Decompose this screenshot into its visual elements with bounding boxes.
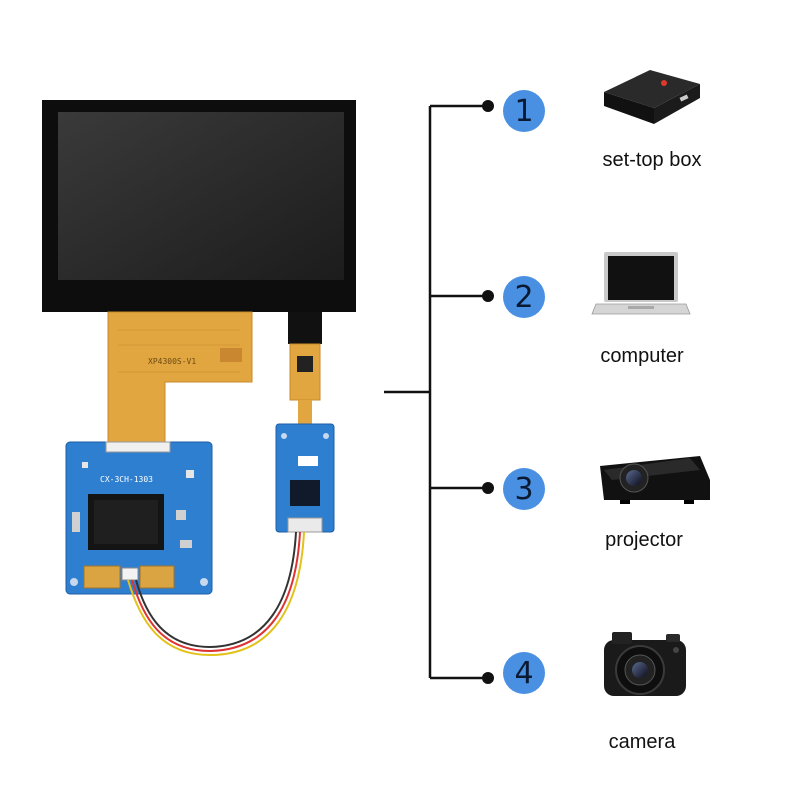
camera-icon — [604, 632, 686, 696]
projector-icon — [600, 456, 710, 504]
connector-dots — [482, 100, 494, 684]
badge-4: 4 — [503, 652, 545, 694]
label-set-top-box: set-top box — [602, 149, 702, 171]
badge-1: 1 — [503, 90, 545, 132]
laptop-icon — [591, 252, 691, 315]
label-computer: computer — [600, 345, 684, 367]
touch-controller-board — [275, 423, 335, 533]
badge-3: 3 — [503, 468, 545, 510]
lcd-panel — [42, 100, 356, 312]
hdmi-driver-board: CX-3CH-1303 — [65, 441, 213, 595]
badge-2: 2 — [503, 276, 545, 318]
board-silkscreen-text: CX-3CH-1303 — [100, 475, 153, 484]
label-projector: projector — [605, 529, 683, 551]
connector-lines — [384, 104, 486, 680]
touch-flex — [288, 312, 322, 424]
screen-silkscreen-text: XP4300S-V1 — [148, 357, 196, 366]
lcd-screen — [58, 112, 344, 280]
touch-wire — [127, 531, 305, 657]
set-top-box-icon — [604, 70, 700, 124]
label-camera: camera — [608, 731, 676, 753]
flex-cable: XP4300S-V1 — [107, 311, 253, 446]
